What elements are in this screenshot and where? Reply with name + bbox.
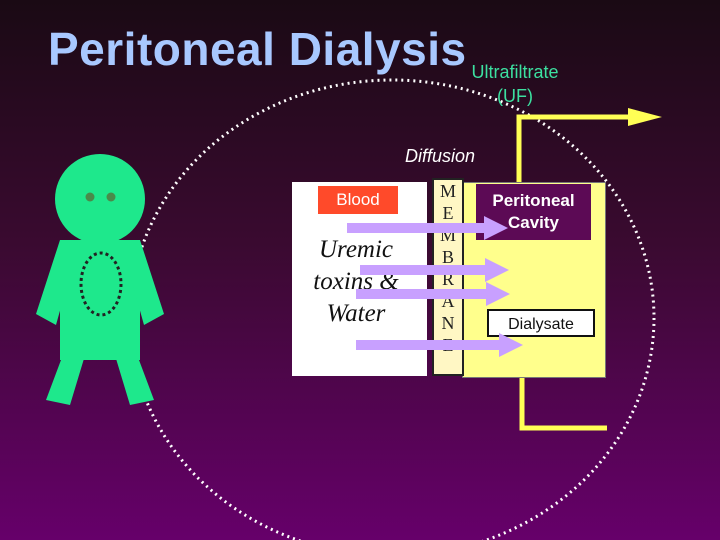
diffusion-arrow-icon bbox=[347, 216, 508, 240]
diffusion-arrow-icon bbox=[356, 282, 510, 306]
diffusion-arrow-icon bbox=[356, 333, 523, 357]
diffusion-arrow-icon bbox=[360, 258, 509, 282]
